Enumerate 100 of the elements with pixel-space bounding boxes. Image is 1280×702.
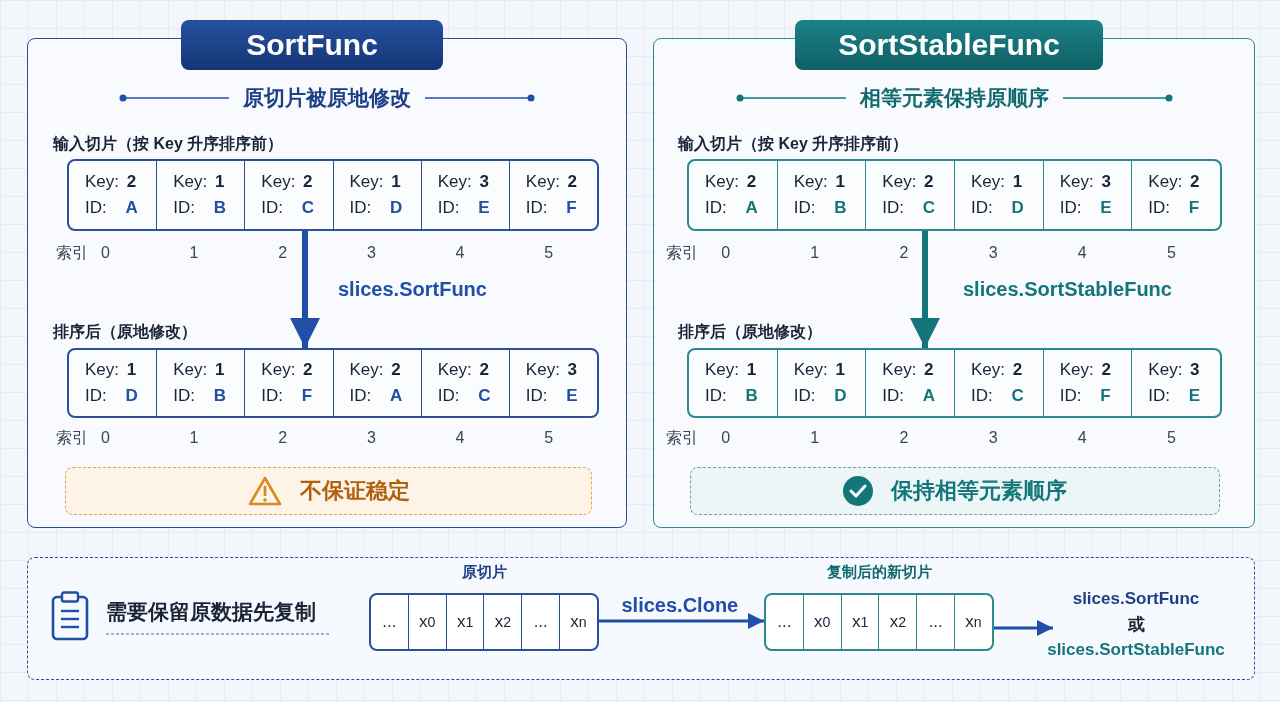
id-value: ID: E xyxy=(525,386,578,406)
key-value: Key: 2 xyxy=(971,360,1023,380)
id-value: ID: D xyxy=(793,386,847,406)
id-value: ID: E xyxy=(437,198,490,218)
index-label: 索引 xyxy=(56,242,88,263)
index-label: 索引 xyxy=(666,427,698,448)
array-heading: 原切片 xyxy=(460,563,508,582)
id-value: ID: E xyxy=(1148,386,1201,406)
index-label: 2 xyxy=(899,429,909,447)
tip-panel xyxy=(27,557,1255,680)
arrow xyxy=(290,231,320,348)
banner-text: 保持相等元素顺序 xyxy=(891,477,1067,505)
index-label: 4 xyxy=(455,244,465,262)
index-label: 4 xyxy=(455,429,465,447)
key-value: Key: 3 xyxy=(525,360,578,380)
id-value: ID: C xyxy=(882,198,936,218)
index-label: 3 xyxy=(366,244,376,262)
key-value: Key: 2 xyxy=(437,360,489,380)
index-label: 3 xyxy=(988,244,998,262)
id-value: ID: C xyxy=(261,198,315,218)
array-heading: 输入切片（按 Key 升序排序前） xyxy=(678,134,909,154)
id-value: ID: E xyxy=(1059,198,1112,218)
id-value: ID: F xyxy=(1059,386,1111,406)
function-name: slices.SortStableFunc xyxy=(1047,639,1225,660)
index-label: 2 xyxy=(278,244,288,262)
arrow xyxy=(599,612,764,630)
key-value: Key: 3 xyxy=(1059,172,1111,192)
banner-text: 不保证稳定 xyxy=(299,477,410,505)
index-label: 5 xyxy=(544,244,554,262)
index-label: 1 xyxy=(810,244,820,262)
index-label: 0 xyxy=(721,244,731,262)
key-value: Key: 2 xyxy=(525,172,578,192)
index-label: 4 xyxy=(1077,244,1087,262)
index-label: 5 xyxy=(1166,429,1176,447)
key-value: Key: 1 xyxy=(793,360,845,380)
id-value: ID: B xyxy=(793,198,847,218)
id-value: ID: A xyxy=(349,386,403,406)
success-banner xyxy=(690,467,1220,515)
key-value: Key: 2 xyxy=(85,172,137,192)
array-heading: 复制后的新切片 xyxy=(825,563,933,582)
id-value: ID: D xyxy=(971,198,1024,218)
array-cell: ... xyxy=(371,595,408,649)
index-label: 1 xyxy=(189,429,199,447)
key-value: Key: 2 xyxy=(882,360,934,380)
key-value: Key: 2 xyxy=(705,172,757,192)
index-label: 索引 xyxy=(56,427,88,448)
warning-banner xyxy=(65,467,592,515)
index-label: 4 xyxy=(1077,429,1087,447)
index-label: 5 xyxy=(544,429,554,447)
id-value: ID: A xyxy=(882,386,936,406)
key-value: Key: 1 xyxy=(971,172,1023,192)
key-value: Key: 3 xyxy=(437,172,489,192)
id-value: ID: B xyxy=(173,386,226,406)
title-tab: SortFunc xyxy=(181,20,443,70)
or-text: 或 xyxy=(1127,613,1145,636)
index-label: 2 xyxy=(899,244,909,262)
function-name: slices.SortFunc xyxy=(1072,588,1200,609)
key-value: Key: 1 xyxy=(349,172,401,192)
arrow xyxy=(994,619,1053,637)
id-value: ID: A xyxy=(705,198,758,218)
array-heading: 排序后（原地修改） xyxy=(53,322,197,342)
id-value: ID: D xyxy=(349,198,403,218)
index-label: 1 xyxy=(189,244,199,262)
index-label: 索引 xyxy=(666,242,698,263)
key-value: Key: 2 xyxy=(1059,360,1111,380)
index-label: 3 xyxy=(366,429,376,447)
index-label: 0 xyxy=(721,429,731,447)
key-value: Key: 3 xyxy=(1148,360,1200,380)
key-value: Key: 2 xyxy=(882,172,934,192)
index-label: 2 xyxy=(278,429,288,447)
id-value: ID: B xyxy=(173,198,226,218)
key-value: Key: 2 xyxy=(261,172,313,192)
key-value: Key: 1 xyxy=(705,360,757,380)
key-value: Key: 2 xyxy=(1148,172,1200,192)
id-value: ID: D xyxy=(85,386,138,406)
id-value: ID: F xyxy=(261,386,313,406)
array-cell: ... xyxy=(521,595,560,649)
panel-subtitle: 相等元素保持原顺序 xyxy=(859,85,1049,111)
key-value: Key: 2 xyxy=(349,360,401,380)
array-cell: ... xyxy=(916,595,955,649)
key-value: Key: 1 xyxy=(173,172,225,192)
id-value: ID: C xyxy=(971,386,1024,406)
id-value: ID: F xyxy=(525,198,577,218)
index-label: 3 xyxy=(988,429,998,447)
key-value: Key: 1 xyxy=(85,360,137,380)
array-heading: 输入切片（按 Key 升序排序前） xyxy=(53,134,284,154)
index-label: 1 xyxy=(810,429,820,447)
index-label: 5 xyxy=(1166,244,1176,262)
array-heading: 排序后（原地修改） xyxy=(678,322,822,342)
id-value: ID: C xyxy=(437,386,491,406)
id-value: ID: B xyxy=(705,386,758,406)
tip-text: 需要保留原数据先复制 xyxy=(106,599,316,625)
panel-subtitle: 原切片被原地修改 xyxy=(243,85,411,111)
title-tab: SortStableFunc xyxy=(795,20,1103,70)
arrow xyxy=(910,231,940,348)
index-label: 0 xyxy=(100,429,110,447)
key-value: Key: 2 xyxy=(261,360,313,380)
key-value: Key: 1 xyxy=(173,360,225,380)
id-value: ID: F xyxy=(1148,198,1200,218)
key-value: Key: 1 xyxy=(793,172,845,192)
